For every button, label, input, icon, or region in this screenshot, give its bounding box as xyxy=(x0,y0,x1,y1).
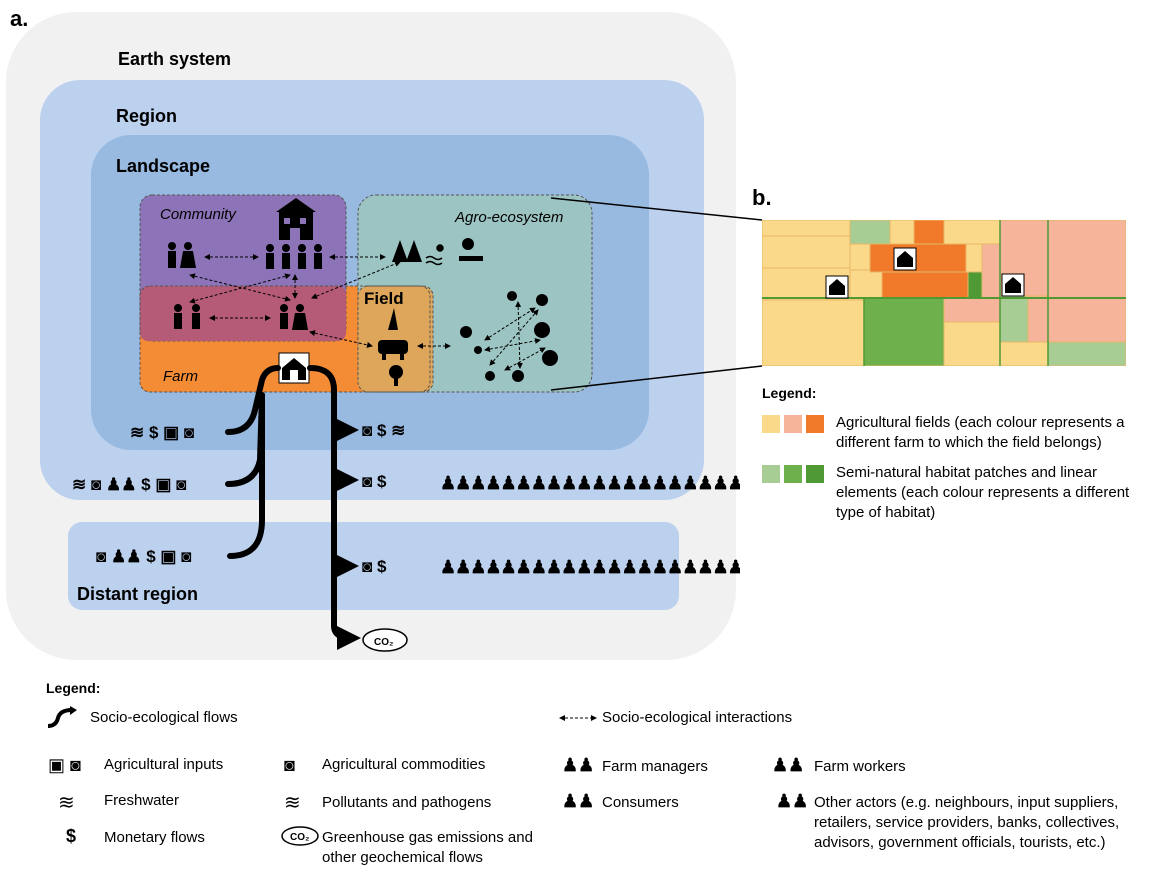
distant-outputs-icons: ◙ $ xyxy=(362,557,387,576)
co2-cloud-icon: CO₂ xyxy=(362,628,408,652)
regional-inputs-icons: ≋ ◙ ♟♟ $ ▣ ◙ xyxy=(72,475,186,494)
managers-legend-icon: ♟♟ xyxy=(562,755,595,775)
panel-a-label: a. xyxy=(10,6,29,31)
panel-b-legend-habitat-swatches xyxy=(762,465,824,483)
regional-consumers-icons: ♟♟♟♟♟♟♟♟♟♟♟♟♟♟♟♟♟♟♟♟♟ xyxy=(440,473,740,493)
interaction-legend-icon xyxy=(559,715,597,721)
landscape-label: Landscape xyxy=(116,156,211,176)
other-actors-legend-icon: ♟♟ xyxy=(776,791,809,811)
legend-flows-label: Socio-ecological flows xyxy=(90,709,238,726)
barn-icon-map-2 xyxy=(825,275,849,299)
dollar-legend-icon: $ xyxy=(66,826,77,846)
commodities-legend-icon: ◙ xyxy=(284,755,295,775)
distant-region-box xyxy=(68,522,679,610)
agro-ecosystem-label: Agro-ecosystem xyxy=(454,209,563,226)
legend-workers-label: Farm workers xyxy=(814,758,906,775)
consumers-legend-icon: ♟♟ xyxy=(562,791,595,811)
farm-managers-icon xyxy=(168,242,196,268)
legend-freshwater-label: Freshwater xyxy=(104,792,180,809)
legend-monetary-label: Monetary flows xyxy=(104,829,205,846)
landscape-inputs-icons: ≋ $ ▣ ◙ xyxy=(130,423,194,442)
landscape-outputs-icons: ◙ $ ≋ xyxy=(362,421,405,440)
panel-b-legend-fields-text: Agricultural fields (each colour represe… xyxy=(836,414,1125,451)
legend-consumers-label: Consumers xyxy=(602,794,679,811)
regional-outputs-icons: ◙ $ xyxy=(362,472,387,491)
svg-text:CO₂: CO₂ xyxy=(290,832,309,843)
panel-b-legend-habitat-text: Semi-natural habitat patches and linear … xyxy=(836,464,1130,521)
flow-legend-icon xyxy=(47,706,77,728)
ghg-legend-icon: CO₂ xyxy=(281,826,319,846)
earth-system-label: Earth system xyxy=(118,49,232,69)
legend-pollutants-label: Pollutants and pathogens xyxy=(322,794,492,811)
panel-b-legend-fields-swatches xyxy=(762,415,824,433)
legend-interactions-label: Socio-ecological interactions xyxy=(602,709,793,726)
consumers-group-icon xyxy=(266,244,322,269)
wheat-icon xyxy=(388,308,398,330)
tree-field-icon xyxy=(389,365,403,386)
farm-label: Farm xyxy=(163,368,198,385)
legend-commodities-label: Agricultural commodities xyxy=(322,756,486,773)
water-plants-icon xyxy=(425,244,444,266)
panel-b-label: b. xyxy=(752,185,772,210)
landscape-map xyxy=(762,220,1126,366)
cow-icon xyxy=(378,340,408,360)
distant-inputs-icons: ◙ ♟♟ $ ▣ ◙ xyxy=(96,547,191,566)
freshwater-legend-icon: ≋ xyxy=(58,792,75,814)
workers-legend-icon: ♟♟ xyxy=(772,755,805,775)
barn-icon-map-3 xyxy=(1001,273,1025,297)
svg-text:CO₂: CO₂ xyxy=(374,637,393,648)
barn-icon xyxy=(278,352,310,384)
region-label: Region xyxy=(116,106,177,126)
animals-icon xyxy=(460,291,558,382)
inputs-legend-icon: ▣ ◙ xyxy=(48,755,81,775)
pollutants-legend-icon: ≋ xyxy=(284,792,301,814)
trees-icon xyxy=(392,240,422,262)
panel-b-legend-title: Legend: xyxy=(762,385,817,401)
flower-icon xyxy=(459,238,483,261)
farm-workers-icon xyxy=(174,304,200,329)
farm-managers-farm-icon xyxy=(280,304,308,330)
distant-consumers-icons: ♟♟♟♟♟♟♟♟♟♟♟♟♟♟♟♟♟♟♟♟♟ xyxy=(440,557,740,577)
buildings-icon xyxy=(276,198,316,240)
scale-diagram: Community Agro-ecosystem Field Farm xyxy=(72,194,740,652)
community-label: Community xyxy=(160,206,237,223)
distant-region-label: Distant region xyxy=(77,584,199,604)
legend-a-title: Legend: xyxy=(46,680,101,696)
legend-managers-label: Farm managers xyxy=(602,758,708,775)
legend-ghg-label: Greenhouse gas emissions and other geoch… xyxy=(322,829,533,866)
legend-inputs-label: Agricultural inputs xyxy=(104,756,224,773)
legend-other-label: Other actors (e.g. neighbours, input sup… xyxy=(814,794,1120,851)
barn-icon-map-1 xyxy=(893,247,917,271)
